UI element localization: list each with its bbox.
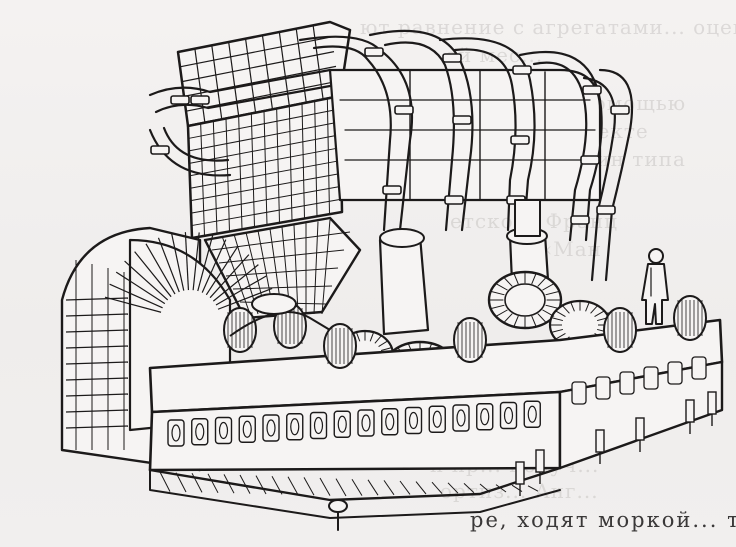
base-frame: [148, 318, 724, 531]
human-figure: [641, 248, 669, 325]
heat-exchanger: [203, 216, 362, 320]
cylinder-row: [223, 293, 707, 369]
